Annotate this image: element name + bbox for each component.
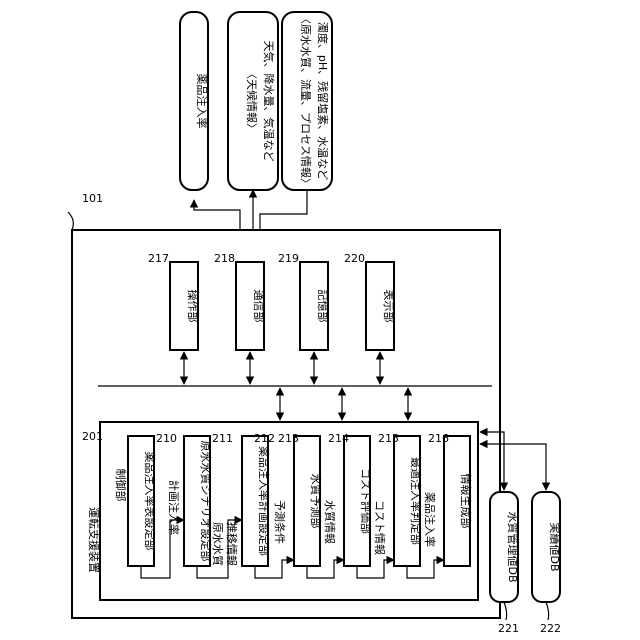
storage-unit-ref: 219 (278, 252, 299, 265)
weather-info-title: 〈天候情報〉 (245, 68, 259, 134)
info-generation-label: 情報生成部 (459, 474, 473, 529)
optimal-rate-judge-ref: 215 (378, 432, 399, 445)
flow-dosing-rate-label: 薬品注入率 (423, 492, 437, 547)
cost-evaluation-ref: 214 (328, 432, 349, 445)
flow-cost-label: コスト情報 (373, 500, 386, 555)
flow-planned-rate-label: 計画注入率 (167, 480, 181, 535)
communication-unit-label: 通信部 (252, 290, 266, 323)
info-generation-ref: 216 (428, 432, 449, 445)
cost-evaluation-label: コスト評価部 (359, 468, 373, 534)
display-unit-ref: 220 (344, 252, 365, 265)
flow-predict-conditions-label: 予測条件 (273, 500, 287, 544)
scenario-setting-ref: 211 (212, 432, 233, 445)
plan-setting-unit: 薬品注入率計画設定部 212 (242, 432, 275, 566)
actual-value-db-ref: 222 (540, 622, 561, 635)
water-quality-predict-ref: 213 (278, 432, 299, 445)
optimal-rate-judge-label: 最適注入率判定部 (409, 457, 423, 545)
raw-water-info-detail: 濁度、pH、残留塩素、水温など (316, 22, 330, 180)
raw-water-info-title: 〈原水水質、流量、プロセス情報〉 (299, 13, 313, 189)
rate-table-setting-ref: 210 (156, 432, 177, 445)
plan-setting-ref: 212 (254, 432, 275, 445)
weather-info-detail: 天気、降水量、気温など (262, 41, 276, 162)
operation-unit-ref: 217 (148, 252, 169, 265)
water-quality-predict-label: 水質予測部 (309, 474, 323, 529)
actual-value-db-label: 実績値DB (548, 522, 562, 571)
scenario-setting-label: 原水水質シナリオ設定部 (199, 441, 213, 562)
water-quality-db-label: 水質管理値DB (506, 511, 520, 582)
dosing-rate-output-label: 薬品注入率 (195, 74, 209, 129)
display-unit-label: 表示部 (382, 290, 396, 323)
apparatus-label: 運転支援装置 (87, 507, 101, 573)
apparatus-ref-leader (68, 212, 73, 230)
plan-setting-label: 薬品注入率計画設定部 (257, 446, 271, 556)
apparatus-ref: 101 (82, 192, 103, 205)
flow-scenario-label-a: 原水水質 (211, 522, 225, 566)
water-quality-db-ref: 221 (498, 622, 519, 635)
control-unit-ref: 201 (82, 430, 103, 443)
actual-value-db: 実績値DB 222 (532, 492, 562, 635)
communication-unit-ref: 218 (214, 252, 235, 265)
control-unit-label: 制御部 (114, 469, 128, 502)
operation-unit-label: 操作部 (186, 290, 200, 323)
storage-unit-label: 記憶部 (316, 290, 330, 323)
flow-scenario-label-b: 推移情報 (225, 522, 239, 566)
rate-table-setting-label: 薬品注入率表設定部 (143, 452, 157, 551)
flow-water-quality-label: 水質情報 (323, 500, 337, 544)
